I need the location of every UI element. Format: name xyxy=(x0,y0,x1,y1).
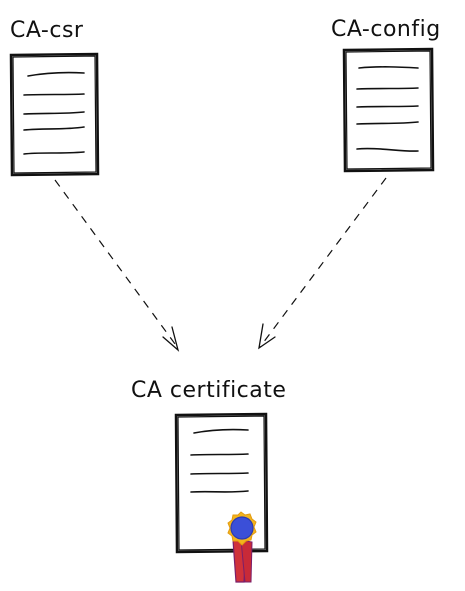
ca-certificate-label: CA certificate xyxy=(131,378,286,403)
ca-csr-node: CA-csr xyxy=(9,18,100,177)
ca-csr-document-icon xyxy=(9,52,100,177)
ca-config-node: CA-config xyxy=(331,17,441,173)
seal-ribbon-icon xyxy=(227,511,257,583)
ca-csr-label: CA-csr xyxy=(10,18,84,43)
edge-csr-to-certificate xyxy=(54,179,180,352)
ca-config-document-icon xyxy=(342,47,435,173)
ca-config-label: CA-config xyxy=(331,17,441,42)
edge-config-to-certificate xyxy=(258,177,387,350)
ca-certificate-node: CA certificate xyxy=(131,378,286,583)
